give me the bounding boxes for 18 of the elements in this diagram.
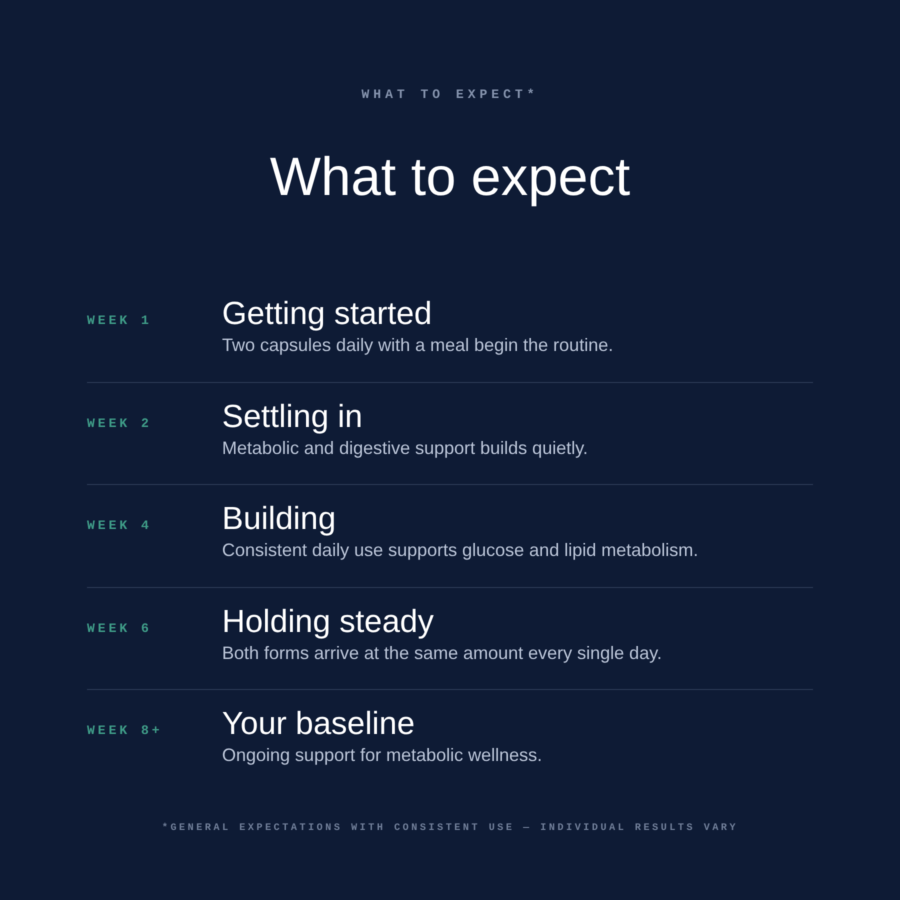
stage-description: Consistent daily use supports glucose and lipid metabolism.: [222, 540, 698, 561]
stage-heading: Holding steady: [222, 602, 434, 640]
stage-description: Ongoing support for metabolic wellness.: [222, 745, 542, 766]
stage-heading: Your baseline: [222, 705, 415, 742]
week-label: WEEK 4: [87, 518, 152, 533]
stage-heading: Getting started: [222, 295, 432, 332]
footnote: *GENERAL EXPECTATIONS WITH CONSISTENT USE — INDIVIDUAL RESULTS VARY: [162, 823, 738, 834]
week-label: WEEK 6: [87, 620, 152, 636]
week-label: WEEK 1: [87, 313, 152, 328]
stage-heading: Building: [222, 500, 336, 537]
stage-heading: Settling in: [222, 398, 363, 434]
stage-description: Two capsules daily with a meal begin the routine.: [222, 335, 614, 356]
week-label: WEEK 2: [87, 416, 152, 430]
stage-description: Metabolic and digestive support builds quietly.: [222, 438, 588, 458]
eyebrow-label: WHAT TO EXPECT*: [361, 87, 539, 102]
week-label: WEEK 8+: [87, 723, 163, 738]
page-title: What to expect: [270, 146, 630, 208]
stage-description: Both forms arrive at the same amount every single day.: [222, 642, 662, 664]
